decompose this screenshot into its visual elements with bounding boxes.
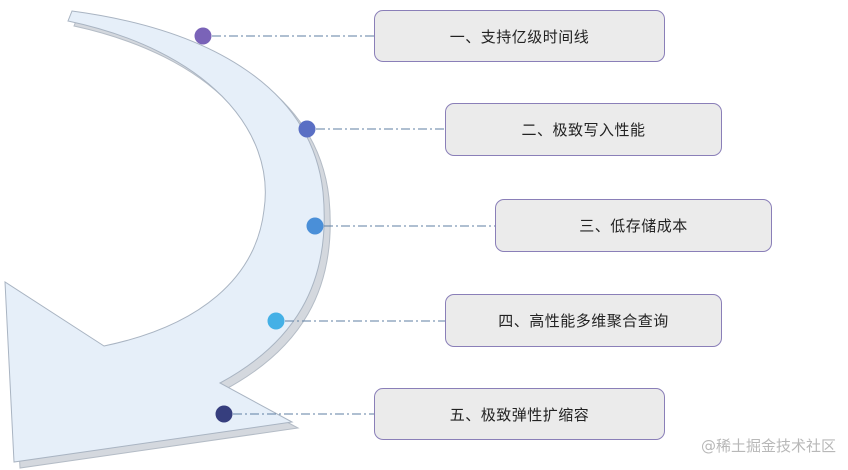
feature-label-5: 五、极致弹性扩缩容 xyxy=(449,405,590,424)
feature-box-3: 三、低存储成本 xyxy=(495,199,772,252)
feature-dot-1 xyxy=(194,27,212,45)
watermark-text: @稀土掘金技术社区 xyxy=(700,437,836,455)
feature-dots xyxy=(194,27,324,423)
feature-label-2: 二、极致写入性能 xyxy=(521,121,646,139)
feature-label-3: 三、低存储成本 xyxy=(579,217,688,235)
connector-lines xyxy=(212,35,495,415)
curved-arrow-body xyxy=(4,10,325,463)
feature-box-4: 四、高性能多维聚合查询 xyxy=(445,294,722,347)
feature-dot-4 xyxy=(267,312,285,330)
feature-dot-2 xyxy=(298,120,316,138)
feature-dot-3 xyxy=(306,217,324,235)
feature-box-2: 二、极致写入性能 xyxy=(445,103,722,156)
feature-box-5: 五、极致弹性扩缩容 xyxy=(374,388,665,440)
feature-label-1: 一、支持亿级时间线 xyxy=(449,27,590,46)
feature-label-4: 四、高性能多维聚合查询 xyxy=(498,312,669,330)
feature-dot-5 xyxy=(215,405,233,423)
feature-box-1: 一、支持亿级时间线 xyxy=(374,10,665,62)
